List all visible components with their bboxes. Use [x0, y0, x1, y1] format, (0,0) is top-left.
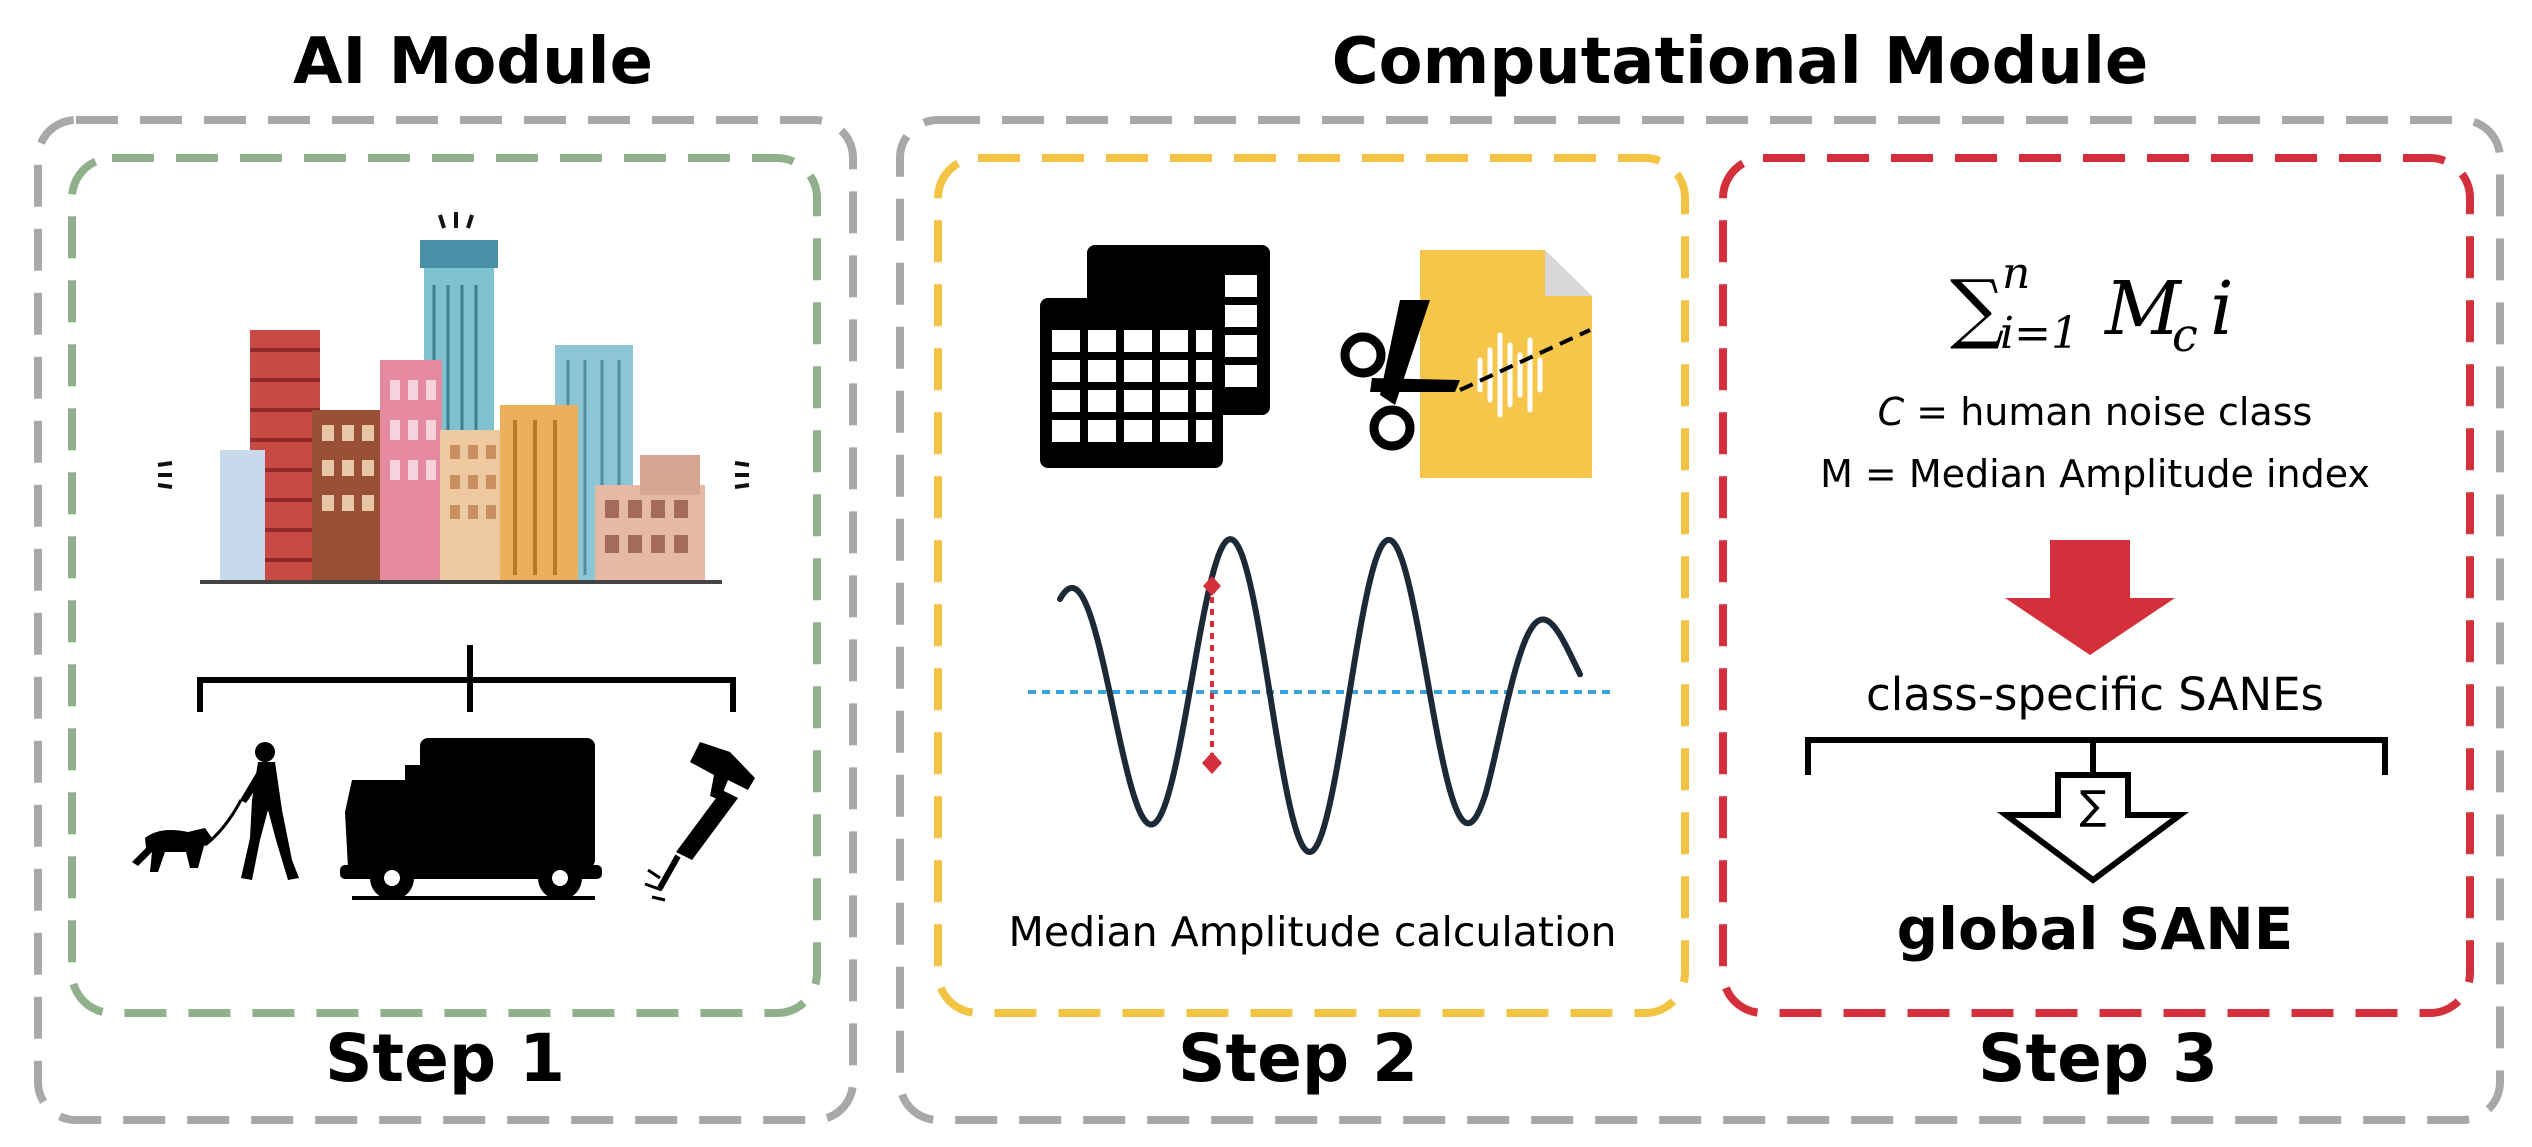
legend-c-variable: C — [1877, 390, 1905, 434]
computational-module-frame — [896, 116, 2504, 1124]
truck-icon — [340, 738, 602, 900]
sum-arrow-icon — [1996, 772, 2190, 884]
waveform-icon — [1028, 535, 1610, 856]
computational-module-title: Computational Module — [1331, 25, 2149, 99]
person-walking-dog-icon — [132, 742, 299, 880]
step1-label: Step 1 — [325, 1020, 565, 1097]
city-buildings-icon — [157, 212, 750, 584]
median-amplitude-caption: Median Amplitude calculation — [1008, 908, 1617, 956]
peak-marker-bottom — [1202, 752, 1222, 774]
step3-frame — [1719, 154, 2474, 1017]
step1-frame — [68, 154, 821, 1017]
sum-term-index: i — [2210, 266, 2234, 352]
sum-term: M — [2105, 266, 2181, 352]
sum-sign: ∑ — [1950, 263, 2005, 352]
jackhammer-icon — [644, 742, 755, 902]
sigma-symbol: ∑ — [2079, 783, 2107, 829]
peak-marker-top — [1203, 576, 1221, 596]
down-arrow-icon — [2005, 540, 2175, 655]
sum-lower-limit: i=1 — [2000, 308, 2079, 359]
scissors-icon — [1340, 300, 1460, 451]
legend-m: M = Median Amplitude index — [1820, 452, 2370, 496]
step2-label: Step 2 — [1178, 1020, 1418, 1097]
legend-c-text: = human noise class — [1904, 390, 2313, 434]
ai-module-frame — [34, 116, 857, 1124]
waveform-curve — [1057, 535, 1583, 856]
sources-bracket — [197, 645, 736, 712]
sanes-bracket — [1805, 737, 2388, 775]
sum-upper-limit: n — [2002, 248, 2031, 299]
ai-module-title: AI Module — [293, 25, 653, 99]
step3-label: Step 3 — [1978, 1020, 2218, 1097]
audio-file-cut-icon — [1420, 250, 1592, 478]
class-specific-sanes-label: class-specific SANEs — [1866, 668, 2324, 721]
tables-icon — [1040, 245, 1270, 468]
step2-frame — [934, 154, 1689, 1017]
legend-c: C = human noise class — [1760, 390, 2430, 434]
global-sane-label: global SANE — [1896, 895, 2294, 963]
sum-term-subscript: c — [2172, 308, 2198, 362]
sum-formula: ∑ n i=1 M c i — [1950, 248, 2280, 368]
